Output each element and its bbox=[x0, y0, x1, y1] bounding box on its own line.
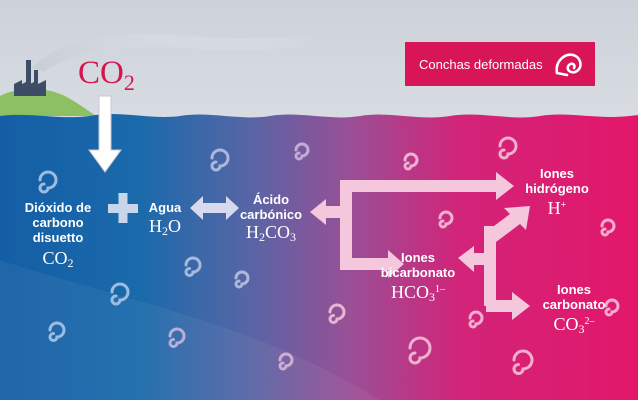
atmospheric-co2-label: CO2 bbox=[78, 55, 135, 95]
co2-dissolved-formula: CO2 bbox=[42, 248, 74, 270]
hydrogen-ions-formula: H+ bbox=[547, 198, 567, 218]
shell-icons bbox=[38, 136, 620, 375]
shell-icon bbox=[468, 310, 484, 329]
legend-text: Conchas deformadas bbox=[419, 56, 543, 72]
shell-icon bbox=[294, 142, 310, 161]
carbonate-ions-formula: CO32– bbox=[553, 314, 595, 336]
hydrogen-ions-label: Iones hidrógeno bbox=[525, 166, 589, 196]
shell-icon bbox=[38, 170, 58, 194]
shell-icon bbox=[184, 256, 202, 277]
reaction-arrows bbox=[310, 172, 530, 320]
shell-icon bbox=[110, 282, 130, 306]
shell-icon bbox=[278, 352, 294, 371]
smoke-plume bbox=[32, 34, 320, 72]
shell-icon bbox=[600, 218, 616, 237]
co2-dissolved-label: Dióxido de carbono disuetto bbox=[24, 200, 92, 245]
shell-icon bbox=[512, 349, 534, 375]
carbonic-acid-formula: H2CO3 bbox=[245, 222, 296, 244]
bicarbonate-ions-label: Iones bicarbonato bbox=[380, 250, 456, 280]
legend-box: Conchas deformadas bbox=[405, 42, 595, 86]
co2-down-arrow bbox=[88, 95, 122, 173]
deformed-shell-icon bbox=[555, 53, 582, 77]
shell-icon bbox=[168, 327, 186, 348]
carbonate-ions-label: Iones carbonato bbox=[542, 282, 606, 312]
shell-icon bbox=[48, 321, 66, 342]
water-label: Agua bbox=[148, 200, 182, 215]
shell-icon bbox=[604, 298, 620, 317]
bicarbonate-ions-formula: HCO31– bbox=[390, 282, 445, 304]
shell-icon bbox=[408, 336, 432, 365]
shell-icon bbox=[498, 136, 518, 160]
shell-icon bbox=[403, 152, 419, 171]
shell-icon bbox=[438, 210, 454, 229]
carbonic-acid-label: Ácido carbónico bbox=[239, 192, 303, 222]
shell-icon bbox=[234, 270, 250, 289]
reversible-arrow bbox=[190, 196, 239, 220]
shell-icon bbox=[328, 303, 346, 324]
factory-icon bbox=[14, 60, 46, 96]
shell-icon bbox=[210, 148, 230, 172]
water-formula: H2O bbox=[149, 216, 181, 238]
plus-sign bbox=[108, 193, 138, 223]
